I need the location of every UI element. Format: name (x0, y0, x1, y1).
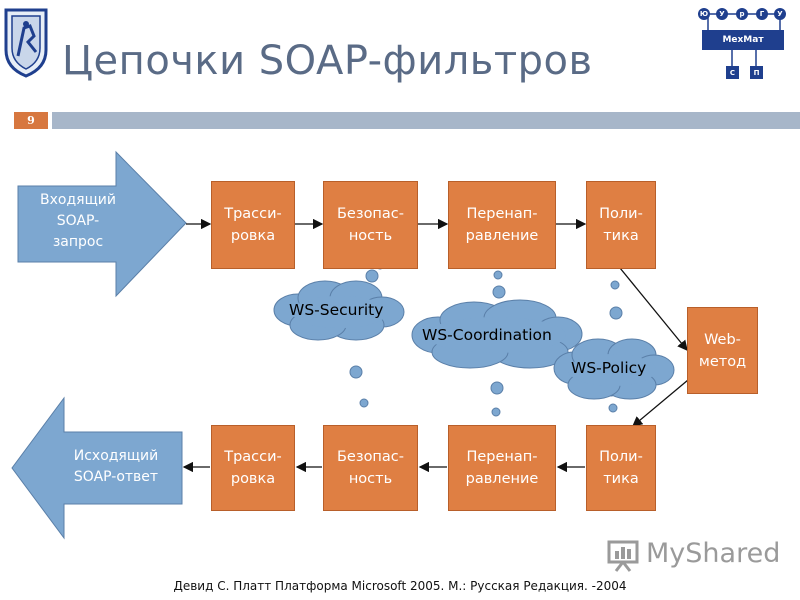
presentation-icon (607, 540, 639, 572)
cloud-ws-security (273, 280, 405, 341)
ws-coordination-label: WS-Coordination (422, 326, 552, 344)
logo-letter: П (750, 66, 763, 79)
security-filter-out: Безопас-ность (323, 425, 418, 511)
incoming-label-line: запрос (52, 234, 104, 250)
logo-letter: Ю (698, 8, 710, 20)
watermark: MyShared (646, 538, 781, 569)
connector-arrow (619, 267, 688, 352)
outgoing-response-label: Исходящий SOAP-ответ (56, 446, 176, 488)
box-label-line: тика (603, 228, 639, 244)
footer-citation: Девид С. Платт Платформа Microsoft 2005.… (173, 579, 627, 593)
logo-letter: У (774, 8, 786, 20)
page-number: 9 (14, 112, 48, 129)
outgoing-label-line: Исходящий (73, 448, 159, 464)
tracing-filter-in: Трасси-ровка (211, 181, 295, 269)
policy-filter-out: Поли-тика (586, 425, 656, 511)
policy-filter-in: Поли-тика (586, 181, 656, 269)
box-label-line: Поли- (599, 449, 643, 465)
ws-policy-label: WS-Policy (571, 359, 647, 377)
box-label-line: равление (465, 228, 539, 244)
box-label-line: ность (348, 471, 393, 487)
routing-filter-out: Перенап-равление (448, 425, 556, 511)
box-label-line: Трасси- (224, 449, 282, 465)
logo-label: МехМат (702, 30, 784, 50)
ws-security-label: WS-Security (289, 301, 384, 319)
box-label-line: Безопас- (336, 206, 405, 222)
cloud-ws-coordination (411, 299, 583, 369)
box-label-line: метод (698, 353, 747, 370)
web-method-box: Web-метод (687, 307, 758, 394)
box-label-line: Перенап- (466, 449, 538, 465)
box-label-line: ровка (230, 471, 276, 487)
box-label-line: Web- (704, 331, 741, 348)
box-label-line: тика (603, 471, 639, 487)
page-title: Цепочки SOAP-фильтров (62, 38, 593, 84)
connector-arrow (632, 379, 689, 427)
box-label-line: ровка (230, 228, 276, 244)
logo-letter: С (726, 66, 739, 79)
outgoing-arrow-shape (11, 396, 183, 540)
routing-filter-in: Перенап-равление (448, 181, 556, 269)
tracing-filter-out: Трасси-ровка (211, 425, 295, 511)
mehmat-logo: Ю У р Г У МехМат С П (698, 4, 788, 84)
box-label-line: равление (465, 471, 539, 487)
cloud-ws-policy (553, 338, 675, 400)
box-label-line: Трасси- (224, 206, 282, 222)
security-filter-in: Безопас-ность (323, 181, 418, 269)
university-shield-logo (4, 8, 48, 78)
logo-letter: Г (756, 8, 768, 20)
logo-letter: р (736, 8, 748, 20)
box-label-line: Поли- (599, 206, 643, 222)
incoming-arrow-shape (17, 150, 187, 298)
header-bar (52, 112, 800, 129)
logo-letter: У (716, 8, 728, 20)
box-label-line: ность (348, 228, 393, 244)
incoming-request-label: Входящий SOAP- запрос (28, 190, 128, 253)
incoming-label-line: SOAP- (56, 213, 100, 229)
box-label-line: Перенап- (466, 206, 538, 222)
box-label-line: Безопас- (336, 449, 405, 465)
incoming-label-line: Входящий (40, 192, 116, 208)
outgoing-label-line: SOAP-ответ (73, 469, 159, 485)
